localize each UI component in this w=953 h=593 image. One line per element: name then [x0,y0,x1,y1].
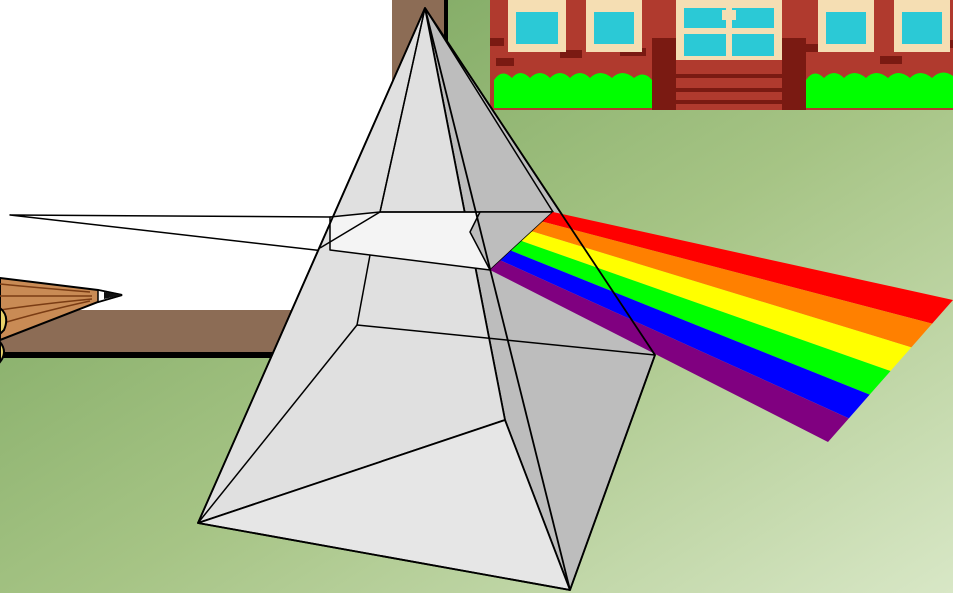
school-building [490,0,953,110]
building-window [818,0,874,52]
building-window [586,0,642,52]
hedge-left [494,73,652,108]
hedge-right [806,72,953,108]
building-window [894,0,950,52]
building-window [508,0,566,52]
